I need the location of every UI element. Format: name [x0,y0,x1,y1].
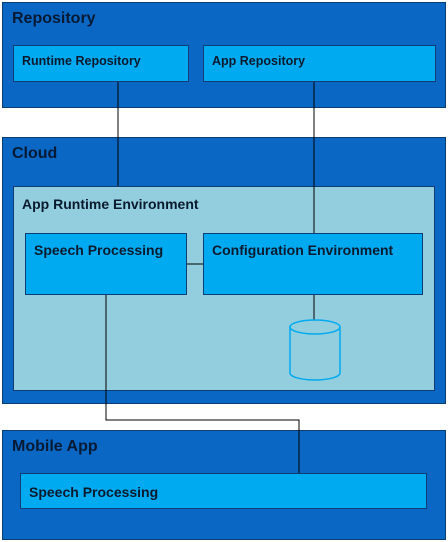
runtime-repository-box[interactable]: Runtime Repository [13,45,189,82]
mobile-speech-processing-label: Speech Processing [29,484,159,500]
configuration-environment-box[interactable]: Configuration Environment [203,233,423,295]
app-repository-box[interactable]: App Repository [203,45,436,82]
speech-processing-box[interactable]: Speech Processing [25,233,187,295]
runtime-repository-label: Runtime Repository [22,54,141,68]
mobile-speech-processing-box[interactable]: Speech Processing [20,473,427,509]
configuration-environment-label: Configuration Environment [212,242,394,258]
app-repository-label: App Repository [212,54,306,68]
cloud-title: Cloud [12,145,58,162]
speech-processing-label: Speech Processing [34,242,164,258]
app-runtime-environment-title: App Runtime Environment [22,196,199,212]
repository-title: Repository [12,10,96,27]
mobile-app-title: Mobile App [12,438,98,455]
